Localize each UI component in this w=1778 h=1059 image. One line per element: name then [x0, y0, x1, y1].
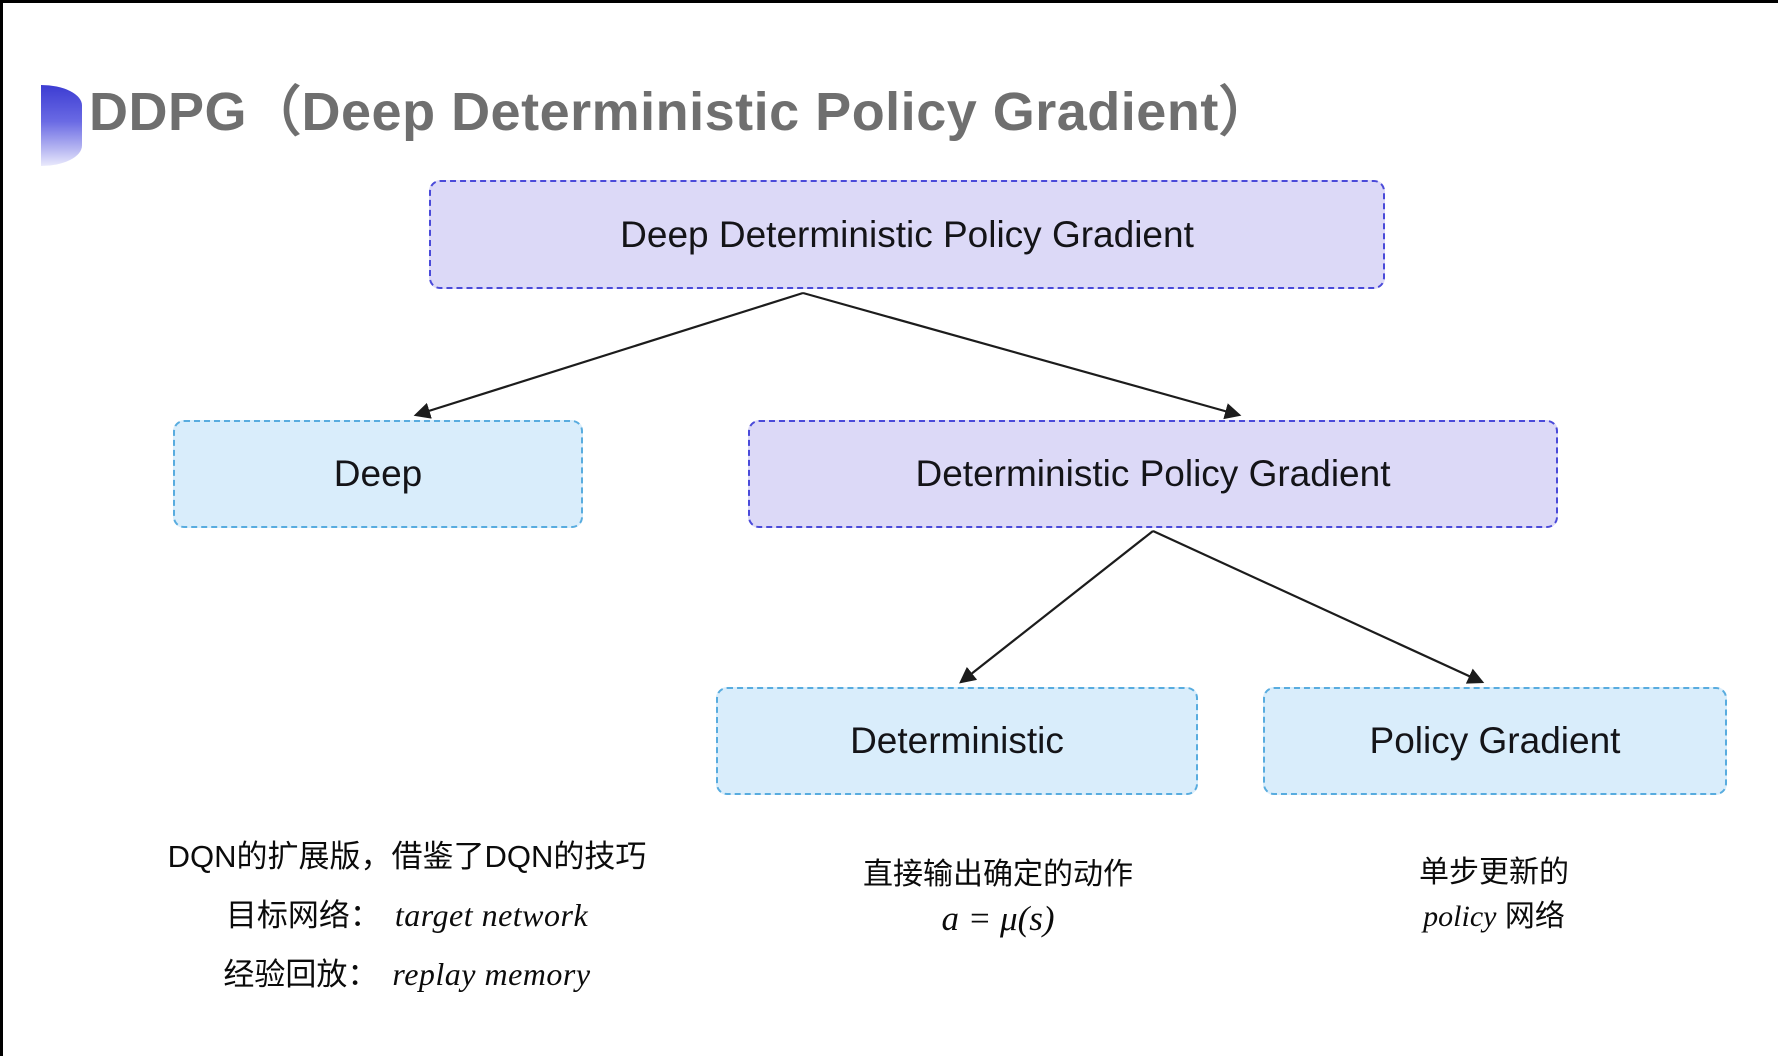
note-deep-line2-en: target network	[394, 897, 589, 933]
note-deep: DQN的扩展版，借鉴了DQN的技巧 目标网络： target network 经验…	[168, 828, 647, 1004]
note-policy-gradient: 单步更新的 policy 网络	[1419, 851, 1569, 939]
edge-dpg-pg	[1152, 530, 1485, 684]
node-det: Deterministic	[716, 687, 1198, 795]
note-pg-line2-zh: 网络	[1496, 900, 1565, 933]
note-pg-line2: policy 网络	[1419, 895, 1569, 939]
node-dpg-label: Deterministic Policy Gradient	[915, 453, 1391, 494]
page-title: DDPG（Deep Deterministic Policy Gradient）	[89, 82, 1274, 142]
note-det-formula: a = μ(s)	[941, 899, 1055, 938]
note-deep-line2: 目标网络： target network	[168, 886, 647, 945]
note-deep-line3: 经验回放： replay memory	[168, 945, 647, 1004]
note-pg-line1: 单步更新的	[1419, 856, 1569, 889]
node-pg: Policy Gradient	[1263, 687, 1727, 795]
node-pg-label: Policy Gradient	[1369, 720, 1621, 761]
node-det-label: Deterministic	[850, 720, 1064, 761]
note-deep-line2-zh: 目标网络：	[225, 898, 381, 933]
note-pg-line2-en: policy	[1423, 900, 1497, 933]
edge-root-deep	[413, 291, 804, 419]
note-deterministic: 直接输出确定的动作 a = μ(s)	[863, 853, 1133, 941]
half-circle-bullet-icon	[41, 85, 82, 166]
note-det-line1: 直接输出确定的动作	[863, 858, 1133, 891]
note-deep-line3-zh: 经验回放：	[223, 957, 379, 992]
note-deep-line3-en: replay memory	[392, 956, 591, 992]
edge-dpg-det	[959, 530, 1154, 684]
node-deep: Deep	[173, 420, 583, 528]
edge-root-dpg	[802, 291, 1242, 420]
node-root: Deep Deterministic Policy Gradient	[429, 180, 1385, 289]
node-dpg: Deterministic Policy Gradient	[748, 420, 1558, 528]
node-deep-label: Deep	[333, 453, 423, 494]
node-root-label: Deep Deterministic Policy Gradient	[620, 213, 1194, 255]
note-deep-line1: DQN的扩展版，借鉴了DQN的技巧	[167, 839, 647, 874]
